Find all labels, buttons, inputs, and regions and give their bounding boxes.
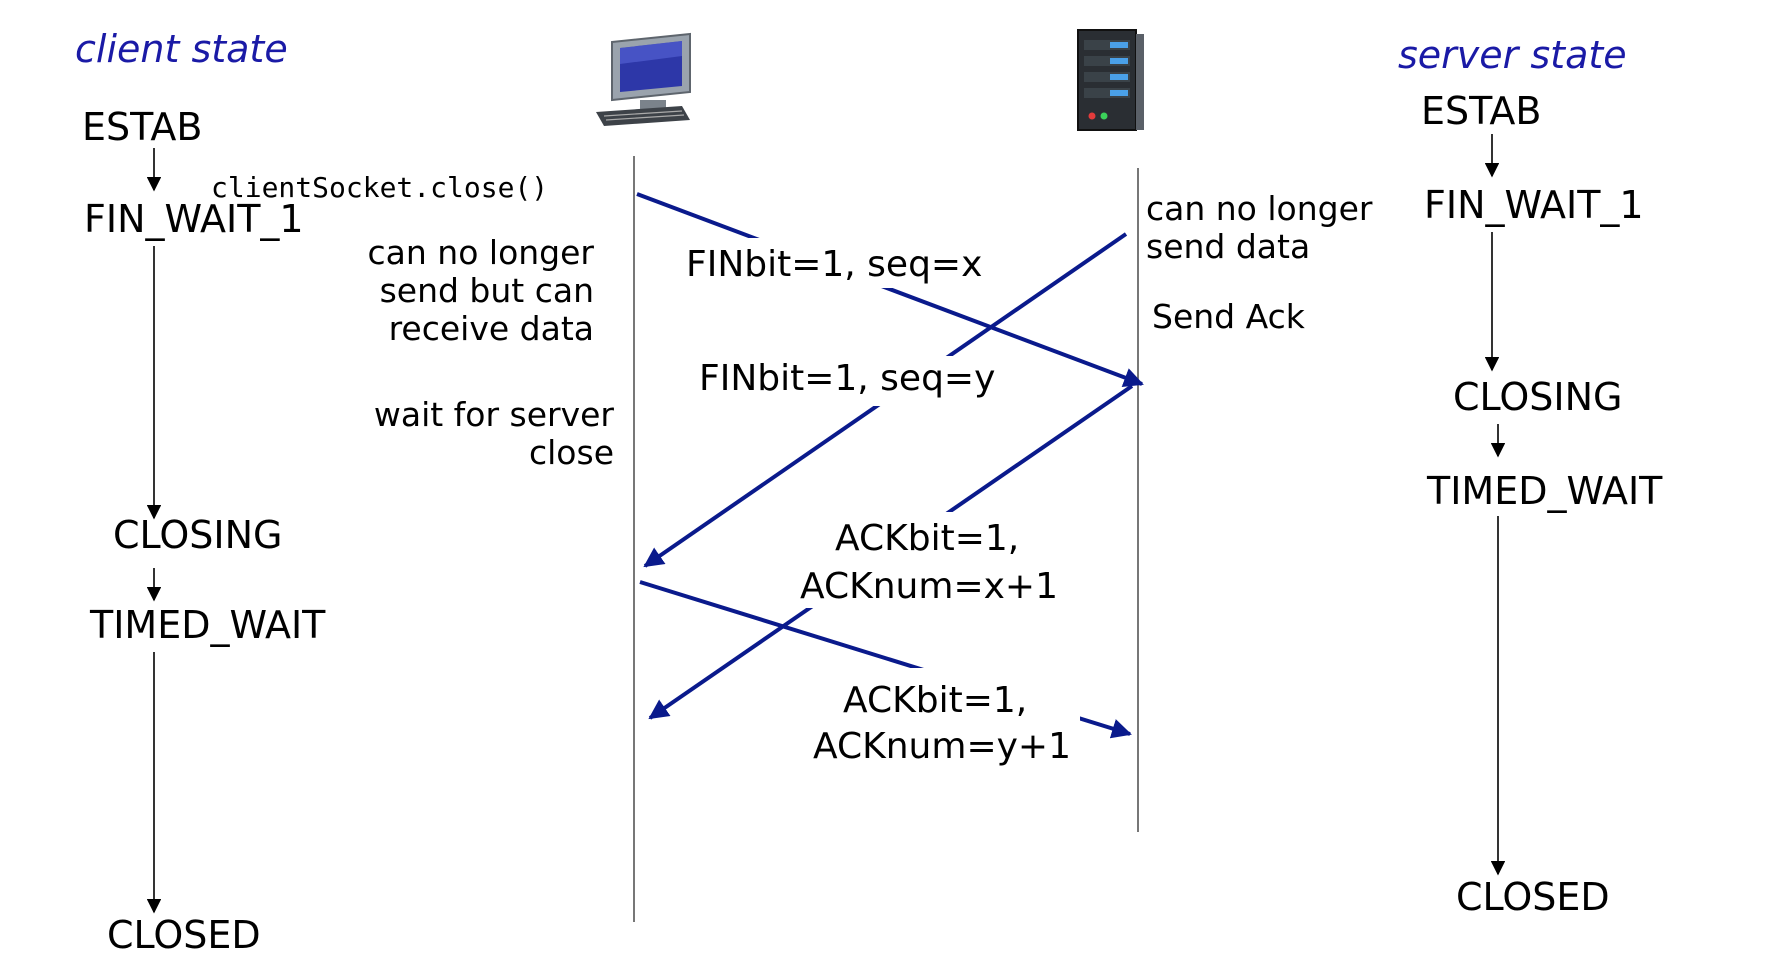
server-fin-label: FINbit=1, seq=y xyxy=(699,358,995,399)
client-fin-arrow xyxy=(636,192,1144,388)
client-close-call: clientSocket.close() xyxy=(211,171,548,204)
desktop-computer-icon xyxy=(596,32,691,126)
client-state-fin-wait-1: FIN_WAIT_1 xyxy=(84,197,304,241)
client-note-line: send but can xyxy=(380,271,594,310)
client-ack-label-line1: ACKbit=1, xyxy=(843,680,1027,721)
server-state-estab: ESTAB xyxy=(1421,89,1541,133)
server-ack-label-line1: ACKbit=1, xyxy=(835,518,1019,559)
server-note-line: send data xyxy=(1146,227,1310,266)
server-ack-label-line2: ACKnum=x+1 xyxy=(800,566,1058,607)
client-state-header: client state xyxy=(75,27,288,71)
client-wait-note-line: wait for server xyxy=(374,395,615,434)
server-state-header: server state xyxy=(1398,33,1627,77)
client-note-line: can no longer xyxy=(368,233,595,272)
server-state-timed-wait: TIMED_WAIT xyxy=(1426,469,1663,513)
client-wait-note-line: close xyxy=(529,433,614,472)
client-ack-label-line2: ACKnum=y+1 xyxy=(813,726,1071,767)
server-state-closing: CLOSING xyxy=(1453,375,1622,419)
client-state-timed-wait: TIMED_WAIT xyxy=(89,603,326,647)
server-note-line: can no longer xyxy=(1146,189,1373,228)
server-state-fin-wait-1: FIN_WAIT_1 xyxy=(1424,183,1644,227)
client-note-line: receive data xyxy=(389,309,594,348)
client-fin-label: FINbit=1, seq=x xyxy=(686,244,982,285)
server-send-ack-note: Send Ack xyxy=(1152,297,1306,336)
server-state-closed: CLOSED xyxy=(1456,875,1610,919)
client-state-estab: ESTAB xyxy=(82,105,202,149)
client-state-closed: CLOSED xyxy=(107,913,261,956)
client-state-closing: CLOSING xyxy=(113,513,282,557)
server-rack-icon xyxy=(1077,29,1144,131)
